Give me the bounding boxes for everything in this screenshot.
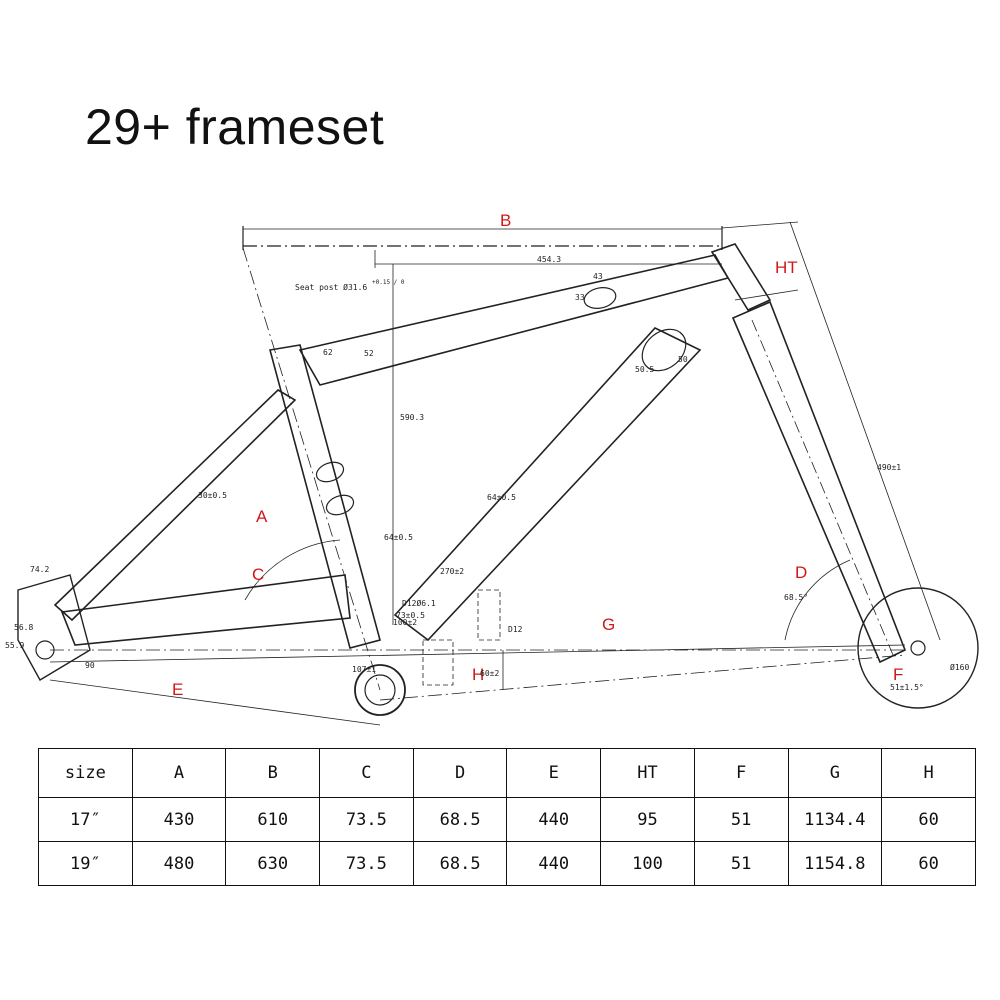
table-header: HT [600, 748, 695, 798]
table-cell: 19″ [38, 841, 133, 886]
label-C: C [252, 565, 264, 584]
table-row: 17″ 430 610 73.5 68.5 440 95 51 1134.4 6… [38, 797, 976, 842]
table-cell: 440 [506, 797, 602, 842]
annotation-73: 73±0.5 [396, 611, 425, 620]
annotation-d12-b: D12 [508, 625, 523, 634]
frame-drawing: B HT A C D G H E F Seat post Ø31.6 +0.15… [5, 211, 979, 726]
table-cell: 60 [881, 841, 976, 886]
table-header: C [319, 748, 414, 798]
annotation-55: 55.9 [5, 641, 24, 650]
table-cell: 630 [225, 841, 321, 886]
annotation-d12-a: D12Ø6.1 [402, 598, 436, 608]
annotation-50-5: 50.5 [635, 365, 654, 374]
label-G: G [602, 615, 615, 634]
annotation-454: 454.3 [537, 255, 561, 264]
table-cell: 95 [600, 797, 695, 842]
table-header: A [131, 748, 227, 798]
annotation-107: 107±1 [352, 665, 376, 674]
table-header: G [787, 748, 883, 798]
annotation-270: 270±2 [440, 567, 464, 576]
annotation-seat-post: Seat post Ø31.6 [295, 282, 367, 292]
table-cell: 1134.4 [787, 797, 883, 842]
annotation-62: 62 [323, 348, 333, 357]
table-cell: 1154.8 [787, 841, 883, 886]
table-cell: 17″ [38, 797, 133, 842]
annotation-100: 100±2 [393, 618, 417, 627]
annotation-68-5: 68.5° [784, 593, 808, 602]
label-E: E [172, 680, 183, 699]
annotation-30: 30±0.5 [198, 491, 227, 500]
table-cell: 68.5 [412, 841, 508, 886]
table-header: D [412, 748, 508, 798]
label-F: F [893, 665, 903, 684]
table-cell: 480 [131, 841, 227, 886]
annotation-52: 52 [364, 349, 374, 358]
annotation-56: 56.8 [14, 623, 33, 632]
annotation-74: 74.2 [30, 565, 49, 574]
table-row: 19″ 480 630 73.5 68.5 440 100 51 1154.8 … [38, 841, 976, 886]
annotation-490: 490±1 [877, 463, 901, 472]
table-cell: 51 [693, 797, 789, 842]
table-cell: 440 [506, 841, 602, 886]
label-H: H [472, 665, 484, 684]
annotation-160: Ø160 [950, 662, 969, 672]
table-cell: 68.5 [412, 797, 508, 842]
table-cell: 51 [693, 841, 789, 886]
table-header: size [38, 748, 133, 798]
label-B: B [500, 211, 511, 230]
annotation-43: 43 [593, 272, 603, 281]
table-header: F [693, 748, 789, 798]
annotation-50: 50 [678, 355, 688, 364]
table-cell: 100 [600, 841, 695, 886]
annotation-64-b: 64±0.5 [487, 493, 516, 502]
annotation-33: 33 [575, 293, 585, 302]
annotation-60: 60±2 [480, 669, 499, 678]
table-header-row: size A B C D E HT F G H [38, 748, 976, 798]
annotation-64-a: 64±0.5 [384, 533, 413, 542]
annotation-51: 51±1.5° [890, 683, 924, 692]
label-A: A [256, 507, 268, 526]
table-header: B [225, 748, 321, 798]
geometry-table: size A B C D E HT F G H 17″ 430 610 73.5… [38, 748, 976, 886]
table-cell: 73.5 [319, 841, 414, 886]
label-HT: HT [775, 258, 798, 277]
page-title: 29+ frameset [85, 99, 385, 155]
table-header: E [506, 748, 602, 798]
annotation-590: 590.3 [400, 413, 424, 422]
annotation-90: 90 [85, 661, 95, 670]
table-cell: 73.5 [319, 797, 414, 842]
label-D: D [795, 563, 807, 582]
annotation-seat-post-tolerance: +0.15 / 0 [372, 279, 405, 286]
table-cell: 610 [225, 797, 321, 842]
table-header: H [881, 748, 976, 798]
table-cell: 430 [131, 797, 227, 842]
table-cell: 60 [881, 797, 976, 842]
